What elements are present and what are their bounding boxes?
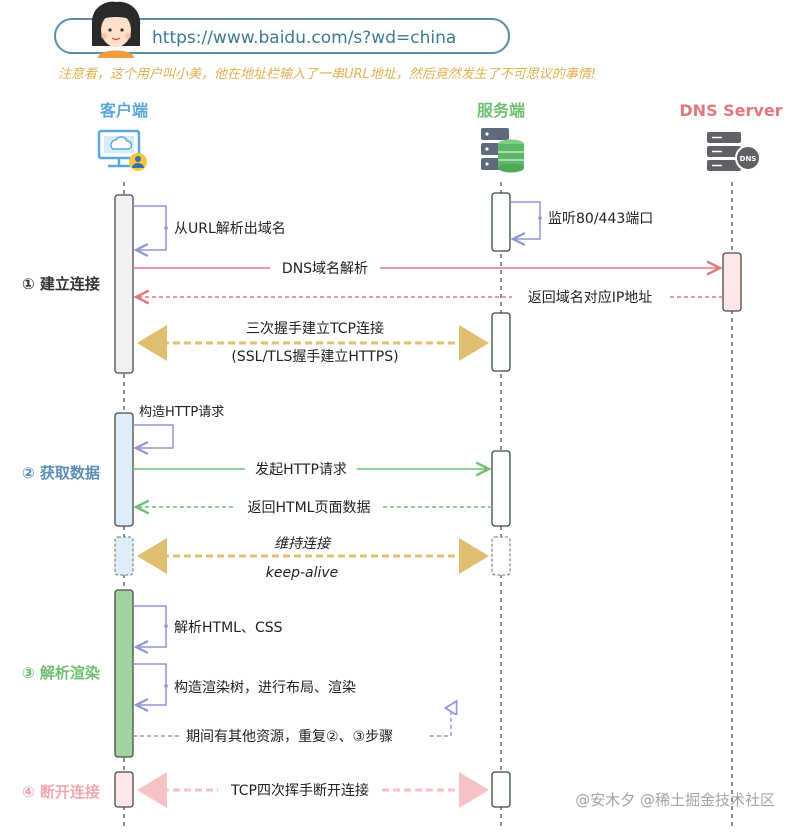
msg-build-render: 构造渲染树，进行布局、渲染 <box>174 680 356 696</box>
self-arrow-parse-domain <box>133 205 167 250</box>
client-activation-close <box>114 771 134 808</box>
msg-dns-resolve: DNS域名解析 <box>282 261 368 277</box>
msg-build-request: 构造HTTP请求 <box>139 405 224 420</box>
dns-activation <box>722 252 742 312</box>
url-text: https://www.baidu.com/s?wd=china <box>152 28 456 48</box>
msg-tcp-handshake: 三次握手建立TCP连接 <box>246 320 384 337</box>
dns-badge-text: DNS <box>740 155 757 163</box>
msg-return-html: 返回HTML页面数据 <box>248 500 371 516</box>
msg-keep-alive-cn: 维持连接 <box>274 536 332 552</box>
actor-client-title: 客户端 <box>100 101 148 120</box>
self-arrow-build-render <box>133 663 167 705</box>
msg-dns-return: 返回域名对应IP地址 <box>528 289 653 306</box>
self-arrow-parse-html <box>133 605 167 647</box>
msg-keep-alive-en: keep-alive <box>266 565 339 581</box>
msg-tcp-close: TCP四次挥手断开连接 <box>230 782 369 799</box>
phase-2-label: ② 获取数据 <box>22 464 100 482</box>
client-activation-fetch <box>114 412 134 527</box>
msg-parse-html: 解析HTML、CSS <box>174 620 283 636</box>
phase-3-label: ③ 解析渲染 <box>22 664 101 682</box>
server-database-icon <box>481 128 524 173</box>
caption-text: 注意看，这个用户叫小美，他在地址栏输入了一串URL地址，然后竟然发生了不可思议的… <box>58 66 596 82</box>
msg-listen-port: 监听80/443端口 <box>548 211 653 227</box>
user-avatar-icon <box>92 1 141 58</box>
self-arrow-listen-port <box>510 201 541 239</box>
server-activation-keepalive <box>491 536 511 576</box>
actor-dns-title: DNS Server <box>679 101 782 120</box>
url-bar: https://www.baidu.com/s?wd=china <box>54 18 510 54</box>
msg-repeat-steps: 期间有其他资源，重复②、③步骤 <box>186 728 393 745</box>
client-computer-icon <box>97 129 147 171</box>
server-activation-http <box>491 450 511 527</box>
msg-send-request: 发起HTTP请求 <box>255 462 347 478</box>
client-activation-connect <box>114 194 134 374</box>
watermark-text: @安木夕 @稀土掘金技术社区 <box>575 791 775 809</box>
actor-server-title: 服务端 <box>477 101 525 120</box>
server-activation-close <box>491 771 511 808</box>
server-activation-listen <box>491 192 511 252</box>
client-activation-render <box>114 589 134 758</box>
msg-parse-domain: 从URL解析出域名 <box>174 221 286 237</box>
client-activation-keepalive <box>114 536 134 576</box>
server-activation-tcp <box>491 312 511 372</box>
dns-server-icon: DNS <box>707 132 761 171</box>
arrow-repeat-steps <box>133 708 451 737</box>
self-arrow-build-request <box>133 424 174 448</box>
phase-4-label: ④ 断开连接 <box>22 783 100 801</box>
phase-1-label: ① 建立连接 <box>22 275 100 293</box>
msg-tls-handshake: (SSL/TLS握手建立HTTPS) <box>231 349 398 365</box>
